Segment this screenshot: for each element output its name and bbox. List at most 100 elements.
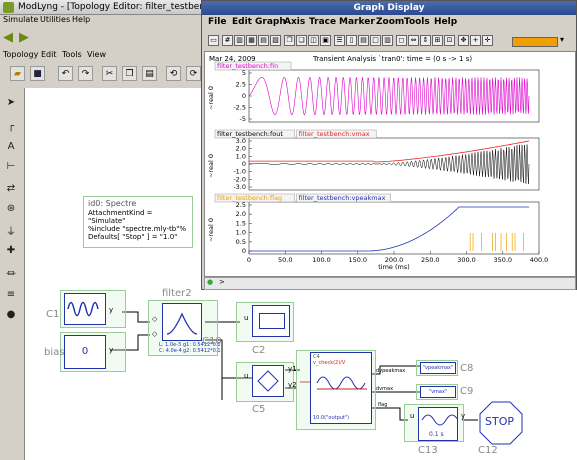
graph-menu-marker[interactable]: Marker <box>339 17 375 27</box>
menu-edit[interactable]: Edit <box>41 50 57 59</box>
overlay-icon[interactable]: ◫ <box>308 35 319 46</box>
c8-vpeakmax-block[interactable]: "vpeakmax" <box>420 362 456 374</box>
graph-display-window[interactable]: Graph Display File Edit Graph Axis Trace… <box>201 0 577 290</box>
source-tool-icon[interactable]: ⊛ <box>6 202 16 214</box>
c9-vmax-block[interactable]: "vmax" <box>420 386 456 398</box>
rotate-left-icon[interactable]: ⟲ <box>166 66 181 81</box>
panel-icon[interactable]: ▤ <box>358 35 369 46</box>
y-tick-label: 0 <box>242 247 246 255</box>
paste-icon[interactable]: ▤ <box>142 66 157 81</box>
trace-legend-tab <box>296 193 391 203</box>
graph-menu-trace[interactable]: Trace <box>309 17 337 27</box>
graph-menu-axis[interactable]: Axis <box>284 17 306 27</box>
panel-frame <box>248 137 540 191</box>
layout-icon[interactable]: ▦ <box>246 35 257 46</box>
pan-icon[interactable]: ✥ <box>458 35 469 46</box>
x-tick-label: 350.0 <box>493 256 512 264</box>
filter2-block[interactable] <box>162 303 202 341</box>
zoom-box-icon[interactable]: ⊡ <box>444 35 455 46</box>
menu-utilities[interactable]: Utilities <box>40 15 71 24</box>
graph-title-bar: Graph Display <box>202 1 576 15</box>
y-tick-label: -1.0 <box>233 168 246 176</box>
strip-icon[interactable]: ▥ <box>234 35 245 46</box>
zoom-y-icon[interactable]: ⇕ <box>420 35 431 46</box>
y-tick-label: 1.5 <box>236 219 246 227</box>
trace-vmax <box>248 140 530 163</box>
pointer-tool-icon[interactable]: ➤ <box>6 96 16 108</box>
crosshair-icon[interactable]: ✛ <box>482 35 493 46</box>
copy-graph-icon[interactable]: ❐ <box>284 35 295 46</box>
back-arrow-icon[interactable]: ◀ <box>3 30 13 45</box>
rotate-right-icon[interactable]: ⟳ <box>186 66 201 81</box>
open-folder-icon[interactable]: ▰ <box>10 66 25 81</box>
menu-topology[interactable]: Topology <box>3 50 39 59</box>
c13-timer[interactable]: 0.1 s <box>418 407 459 441</box>
c2-scope[interactable] <box>252 305 290 337</box>
c12-stop-block[interactable]: STOP <box>478 400 524 446</box>
trace-legend-tab <box>214 129 295 139</box>
c5-detector[interactable] <box>252 365 284 397</box>
spectre-title: id0: Spectre <box>88 199 137 208</box>
split-icon[interactable]: ▧ <box>270 35 281 46</box>
zoom-x-icon[interactable]: ⇔ <box>408 35 419 46</box>
spectre-line: Defaults[ "Stop" ] = "1.0" <box>88 233 178 241</box>
graph-menu-help[interactable]: Help <box>434 17 458 27</box>
progress-dropdown-icon[interactable]: ▾ <box>560 35 565 44</box>
undo-icon[interactable]: ↶ <box>58 66 73 81</box>
menu-help[interactable]: Help <box>72 15 91 24</box>
y-tick-label: -5 <box>240 115 246 123</box>
trace-legend-label: filter_testbench:fout <box>217 130 283 138</box>
graph-menu-graph[interactable]: Graph <box>255 17 286 27</box>
c4-label: C4 <box>313 354 320 360</box>
rows-icon[interactable]: ☰ <box>334 35 345 46</box>
trace-legend-tab <box>214 193 295 203</box>
trace-fin <box>248 76 530 116</box>
redo-icon[interactable]: ↷ <box>78 66 93 81</box>
marker-icon[interactable]: + <box>470 35 481 46</box>
copy-icon[interactable]: ❐ <box>122 66 137 81</box>
table-icon[interactable]: ▤ <box>258 35 269 46</box>
paste-graph-icon[interactable]: ❏ <box>296 35 307 46</box>
plot-area[interactable]: Mar 24, 2009 Transient Analysis `tran0':… <box>204 51 576 277</box>
trace-legend-label: filter_testbench:fin <box>217 62 278 70</box>
menu-tools[interactable]: Tools <box>62 50 82 59</box>
forward-arrow-icon[interactable]: ▶ <box>19 30 29 45</box>
c13-label: C13 <box>418 445 438 456</box>
wire-tool-icon[interactable]: ┌ <box>7 120 15 132</box>
frame-icon[interactable]: □ <box>370 35 381 46</box>
save-icon[interactable]: ■ <box>30 66 45 81</box>
y-tick-label: 1.0 <box>236 229 246 237</box>
grid-icon[interactable]: # <box>222 35 233 46</box>
graph-menu-edit[interactable]: Edit <box>232 17 252 27</box>
supply-tool-icon[interactable]: ⏛ <box>6 268 16 280</box>
zoom-fit-icon[interactable]: ◻ <box>396 35 407 46</box>
cut-icon[interactable]: ✂ <box>102 66 117 81</box>
branch-tool-icon[interactable]: ⊢ <box>6 160 16 172</box>
text-tool-icon[interactable]: A <box>7 140 15 152</box>
bus-tool-icon[interactable]: ≡ <box>6 288 16 300</box>
graph-menu-tools[interactable]: Tools <box>404 17 430 27</box>
stack-icon[interactable]: ▣ <box>320 35 331 46</box>
bulb-tool-icon[interactable]: ● <box>6 308 16 320</box>
tool-palette: ➤ ┌ A ⊢ ⇄ ⊛ ⏚ ✚ ⏛ ≡ ● <box>0 88 24 460</box>
port-tool-icon[interactable]: ⇄ <box>6 182 16 194</box>
bars-icon[interactable]: ▥ <box>382 35 393 46</box>
status-prompt: > <box>219 278 225 286</box>
x-tick-label: 300.0 <box>457 256 476 264</box>
graph-status-bar[interactable]: ● > <box>204 277 576 290</box>
ground-tool-icon[interactable]: ⏚ <box>6 226 16 238</box>
menu-view[interactable]: View <box>87 50 106 59</box>
c1-sine-source[interactable] <box>64 293 106 325</box>
c4-checker[interactable]: C4 v_check(2)/V 10.0("output") <box>310 352 372 424</box>
graph-menu-zoom[interactable]: Zoom <box>376 17 405 27</box>
menu-simulate[interactable]: Simulate <box>3 15 39 24</box>
zoom-in-icon[interactable]: ⊞ <box>432 35 443 46</box>
dvmax-port: dvmax <box>376 386 394 392</box>
node-tool-icon[interactable]: ✚ <box>6 244 16 256</box>
graph-menu-file[interactable]: File <box>208 17 227 27</box>
cols-icon[interactable]: ▯ <box>346 35 357 46</box>
bias-source[interactable]: 0 <box>64 335 106 369</box>
print-icon[interactable]: ▭ <box>208 35 219 46</box>
y-tick-label: 2.5 <box>236 201 246 209</box>
spectre-settings-box[interactable]: id0: Spectre AttachmentKind = "Simulate"… <box>83 196 193 248</box>
